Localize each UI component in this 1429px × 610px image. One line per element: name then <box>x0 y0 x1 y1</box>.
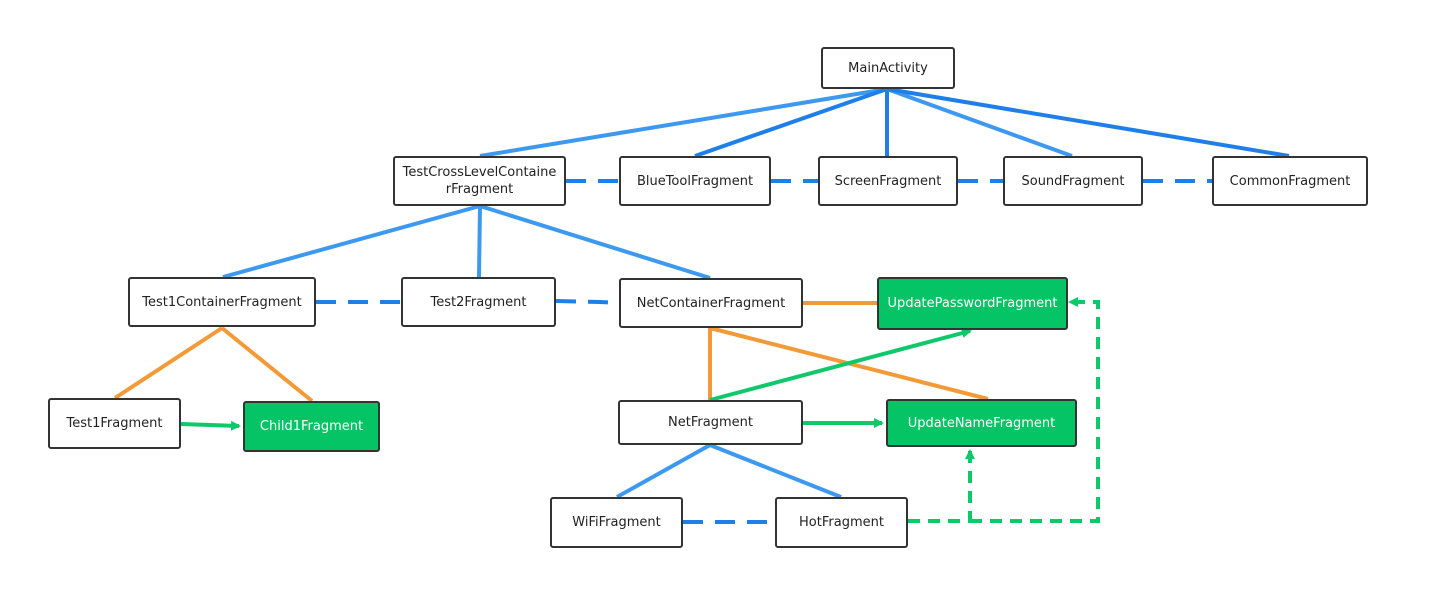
node-common: CommonFragment <box>1212 156 1368 206</box>
node-test1: Test1Fragment <box>48 398 181 449</box>
arrow-hot-updatename <box>908 449 975 523</box>
node-screen: ScreenFragment <box>818 156 958 206</box>
node-hot: HotFragment <box>775 497 908 548</box>
edge-testcross-netcontainer <box>479 204 711 280</box>
edge-main-to-sound <box>886 87 1073 158</box>
edge-test1container-child1 <box>220 326 314 403</box>
edge-test2-netcontainer <box>555 299 620 305</box>
node-test2: Test2Fragment <box>401 277 556 327</box>
edge-net-hot <box>709 443 842 499</box>
edge-main-to-common <box>886 87 1290 158</box>
node-net-container: NetContainerFragment <box>619 278 803 328</box>
arrow-net-updatepassword <box>709 328 972 402</box>
node-net: NetFragment <box>618 400 803 445</box>
edge-testcross-test2 <box>477 205 482 278</box>
node-update-password: UpdatePasswordFragment <box>877 277 1068 330</box>
edge-main-to-bluetool <box>694 87 888 158</box>
node-test1-container: Test1ContainerFragment <box>128 277 316 327</box>
node-main-activity: MainActivity <box>821 47 955 89</box>
edge-testcross-test1container <box>222 204 481 279</box>
arrow-hot-updatepassword <box>970 297 1100 523</box>
node-test-cross-level-container: TestCrossLevelContainerFragment <box>393 156 566 206</box>
arrow-test1-child1 <box>180 420 241 431</box>
node-child1: Child1Fragment <box>243 401 380 452</box>
node-sound: SoundFragment <box>1003 156 1143 206</box>
edge-main-to-testcross <box>479 87 888 158</box>
edge-net-wifi <box>616 443 711 499</box>
node-wifi: WiFiFragment <box>550 497 683 548</box>
edge-test1container-test1 <box>113 326 224 400</box>
node-blue-tool: BlueToolFragment <box>619 156 771 206</box>
node-update-name: UpdateNameFragment <box>886 399 1077 447</box>
